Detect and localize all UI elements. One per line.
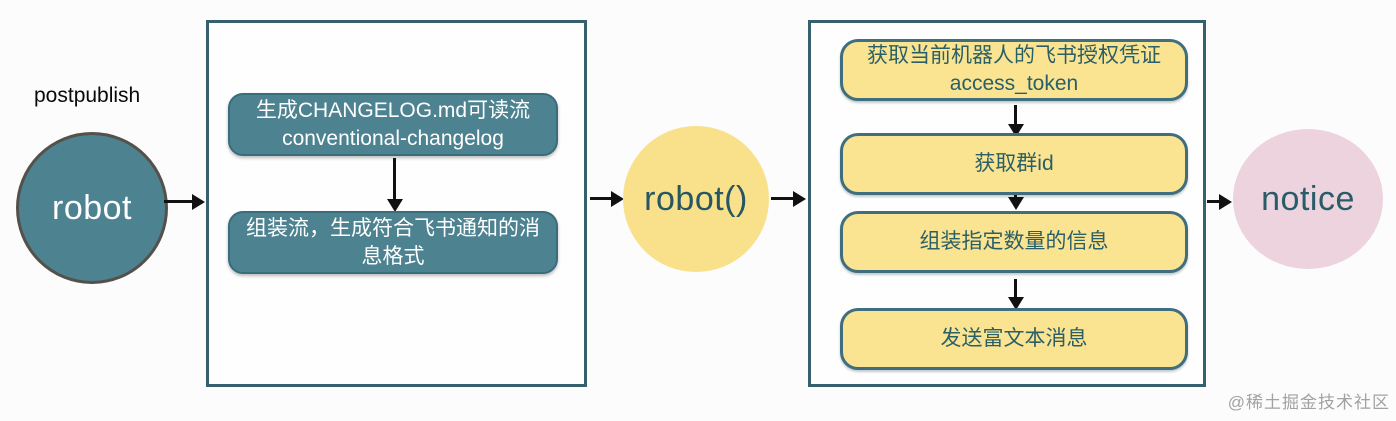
arrow-stream-panel-to-robot-fn: [590, 190, 624, 207]
arrow-changelog-to-assemble: [386, 158, 403, 212]
trigger-label: postpublish: [34, 84, 141, 107]
step-line: 组装指定数量的信息: [919, 230, 1109, 254]
start-node-robot: robot: [16, 132, 168, 284]
step-assemble-messages: 组装指定数量的信息: [840, 211, 1188, 273]
step-send-richtext: 发送富文本消息: [840, 308, 1188, 370]
arrow-assemble-to-send: [1007, 279, 1024, 310]
step-line: 组装流，生成符合飞书通知的消息格式: [246, 216, 540, 268]
watermark: @稀土掘金技术社区: [1227, 393, 1390, 412]
end-node-notice: notice: [1233, 129, 1383, 269]
arrow-token-to-groupid: [1007, 105, 1024, 137]
step-line: 生成CHANGELOG.md可读流: [255, 98, 531, 122]
step-assemble-stream: 组装流，生成符合飞书通知的消息格式: [228, 211, 558, 274]
middle-node-label: robot(): [644, 179, 748, 218]
step-line: 获取群id: [974, 152, 1054, 176]
arrow-notify-panel-to-notice: [1207, 193, 1232, 210]
arrow-robot-fn-to-notify-panel: [771, 190, 806, 207]
step-line: 获取当前机器人的飞书授权凭证: [867, 44, 1161, 68]
start-node-label: robot: [52, 188, 132, 227]
step-generate-changelog: 生成CHANGELOG.md可读流 conventional-changelog: [228, 93, 558, 156]
middle-node-robot-fn: robot(): [623, 126, 769, 272]
end-node-label: notice: [1261, 179, 1355, 218]
arrow-groupid-to-assemble: [1007, 195, 1024, 210]
step-line: 发送富文本消息: [940, 327, 1088, 351]
step-line: access_token: [949, 72, 1079, 95]
step-get-group-id: 获取群id: [840, 133, 1188, 195]
step-get-access-token: 获取当前机器人的飞书授权凭证 access_token: [840, 39, 1188, 101]
stream-panel: 生成CHANGELOG.md可读流 conventional-changelog…: [206, 20, 587, 387]
notify-panel: 获取当前机器人的飞书授权凭证 access_token 获取群id 组装指定数量…: [808, 20, 1206, 387]
arrow-robot-to-stream-panel: [164, 193, 205, 210]
step-line: conventional-changelog: [282, 126, 504, 150]
